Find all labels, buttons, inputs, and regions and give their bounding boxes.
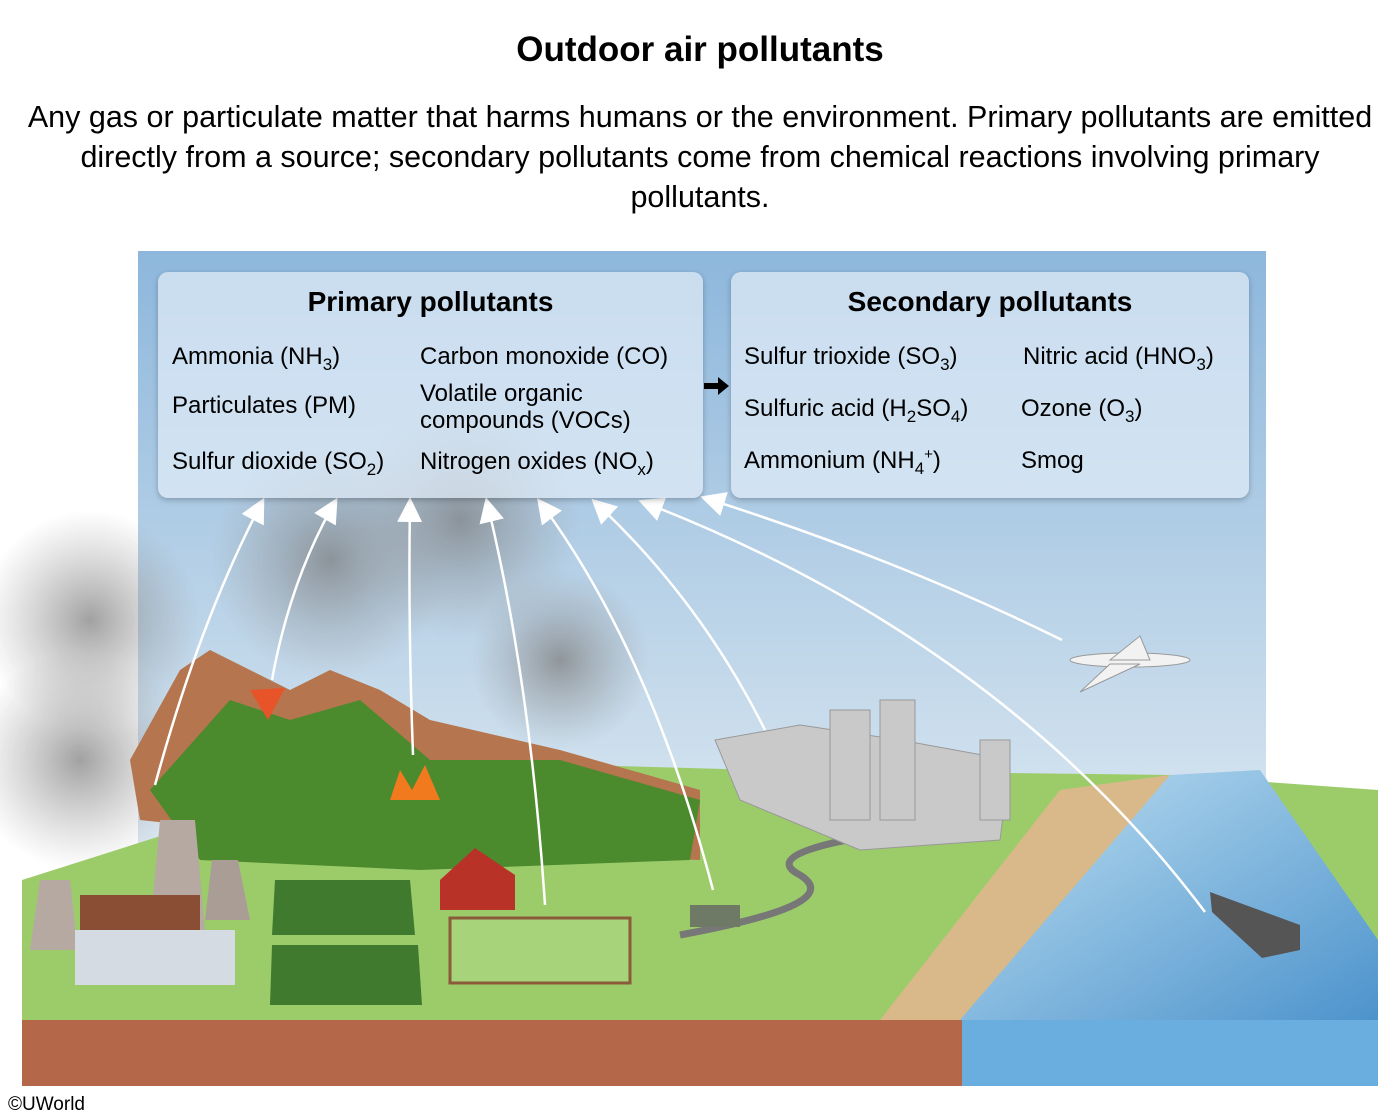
pollutant-text: Ozone (O <box>1021 395 1126 422</box>
page-title: Outdoor air pollutants <box>516 30 884 69</box>
crop-field <box>270 945 422 1005</box>
subscript: 2 <box>366 460 377 479</box>
primary-pollutant-item: Particulates (PM) <box>172 392 356 419</box>
primary-pollutant-item: Sulfur dioxide (SO2) <box>172 448 385 478</box>
pollutant-text: ) <box>1205 343 1214 370</box>
pollutant-text: Carbon monoxide (CO) <box>420 343 669 370</box>
emission-arrows <box>153 492 1206 913</box>
road <box>679 831 881 939</box>
pollutant-text: Smog <box>1021 447 1084 474</box>
livestock-pen <box>448 916 632 985</box>
crop-field <box>272 880 415 935</box>
arrow-truck <box>537 497 715 891</box>
pollutant-text: Ammonia (NH <box>172 343 323 370</box>
pollutant-text: ) <box>960 395 969 422</box>
subscript: 2 <box>906 407 917 426</box>
ocean <box>960 770 1378 1020</box>
primary-pollutant-item: Nitrogen oxides (NOx) <box>420 448 654 478</box>
arrow-livestock <box>479 497 547 906</box>
beach <box>880 775 1170 1020</box>
pollutant-text: Nitric acid (HNO <box>1023 343 1197 370</box>
pollutant-text: Particulates (PM) <box>172 392 357 419</box>
airplane <box>1069 635 1191 693</box>
pollutant-text: ) <box>332 343 341 370</box>
arrow-ship <box>638 497 1206 913</box>
pollutant-text: Sulfur dioxide (SO <box>172 448 367 475</box>
soil-layer <box>22 1020 962 1086</box>
secondary-pollutant-item: Sulfur trioxide (SO3) <box>744 343 958 373</box>
arrow-volcano <box>270 497 338 681</box>
arrow-wildfire <box>397 497 423 756</box>
secondary-pollutant-item: Sulfuric acid (H2SO4) <box>744 395 969 425</box>
pollutant-text: compounds (VOCs) <box>420 407 631 434</box>
arrow-power-plant <box>153 497 265 786</box>
secondary-pollutant-item: Ozone (O3) <box>1021 395 1143 425</box>
ship <box>1210 892 1300 958</box>
subscript: 4 <box>914 459 925 478</box>
ocean-cross-section <box>962 1020 1378 1086</box>
pollutant-text: Sulfur trioxide (SO <box>744 343 941 370</box>
pollutant-text: Sulfuric acid (H <box>744 395 907 422</box>
primary-pollutant-item: Ammonia (NH3) <box>172 343 341 373</box>
secondary-pollutant-item: Nitric acid (HNO3) <box>1023 343 1214 373</box>
city <box>714 699 1011 851</box>
pollutant-text: ) <box>932 447 941 474</box>
pollutant-text: ) <box>949 343 958 370</box>
secondary-pollutants-box: Secondary pollutants Sulfur trioxide (SO… <box>731 272 1249 498</box>
subscript: 3 <box>1125 407 1135 426</box>
barn <box>440 848 515 910</box>
secondary-pollutant-item: Smog <box>1021 447 1084 474</box>
secondary-heading: Secondary pollutants <box>847 286 1133 317</box>
primary-pollutants-box: Primary pollutants Ammonia (NH3) Carbon … <box>158 272 703 498</box>
subscript: 3 <box>940 355 950 374</box>
wildfire <box>390 765 440 800</box>
secondary-pollutant-item: Ammonium (NH4+) <box>744 446 941 477</box>
subscript: x <box>637 460 646 479</box>
pollutant-text: ) <box>645 448 654 475</box>
primary-to-secondary-arrow-icon <box>704 377 729 395</box>
subscript: 3 <box>322 355 333 374</box>
power-plant <box>30 820 250 985</box>
pollutant-text: Nitrogen oxides (NO <box>420 448 638 475</box>
truck <box>690 905 740 927</box>
pollutant-text: ) <box>376 448 385 475</box>
arrow-city <box>591 498 767 731</box>
volcano-lava <box>250 688 285 720</box>
pollutant-text: Ammonium (NH <box>744 447 915 474</box>
superscript: + <box>924 446 933 463</box>
pollutant-text: SO <box>916 395 951 422</box>
primary-pollutant-item: Carbon monoxide (CO) <box>420 343 668 370</box>
arrow-airplane <box>700 492 1063 642</box>
description: Any gas or particulate matter that harms… <box>27 100 1373 214</box>
primary-heading: Primary pollutants <box>307 286 554 317</box>
subscript: 4 <box>950 407 961 426</box>
copyright: ©UWorld <box>8 1094 85 1115</box>
subscript: 3 <box>1196 355 1206 374</box>
pollutant-text: Volatile organic <box>420 380 583 407</box>
pollutant-text: ) <box>1134 395 1143 422</box>
